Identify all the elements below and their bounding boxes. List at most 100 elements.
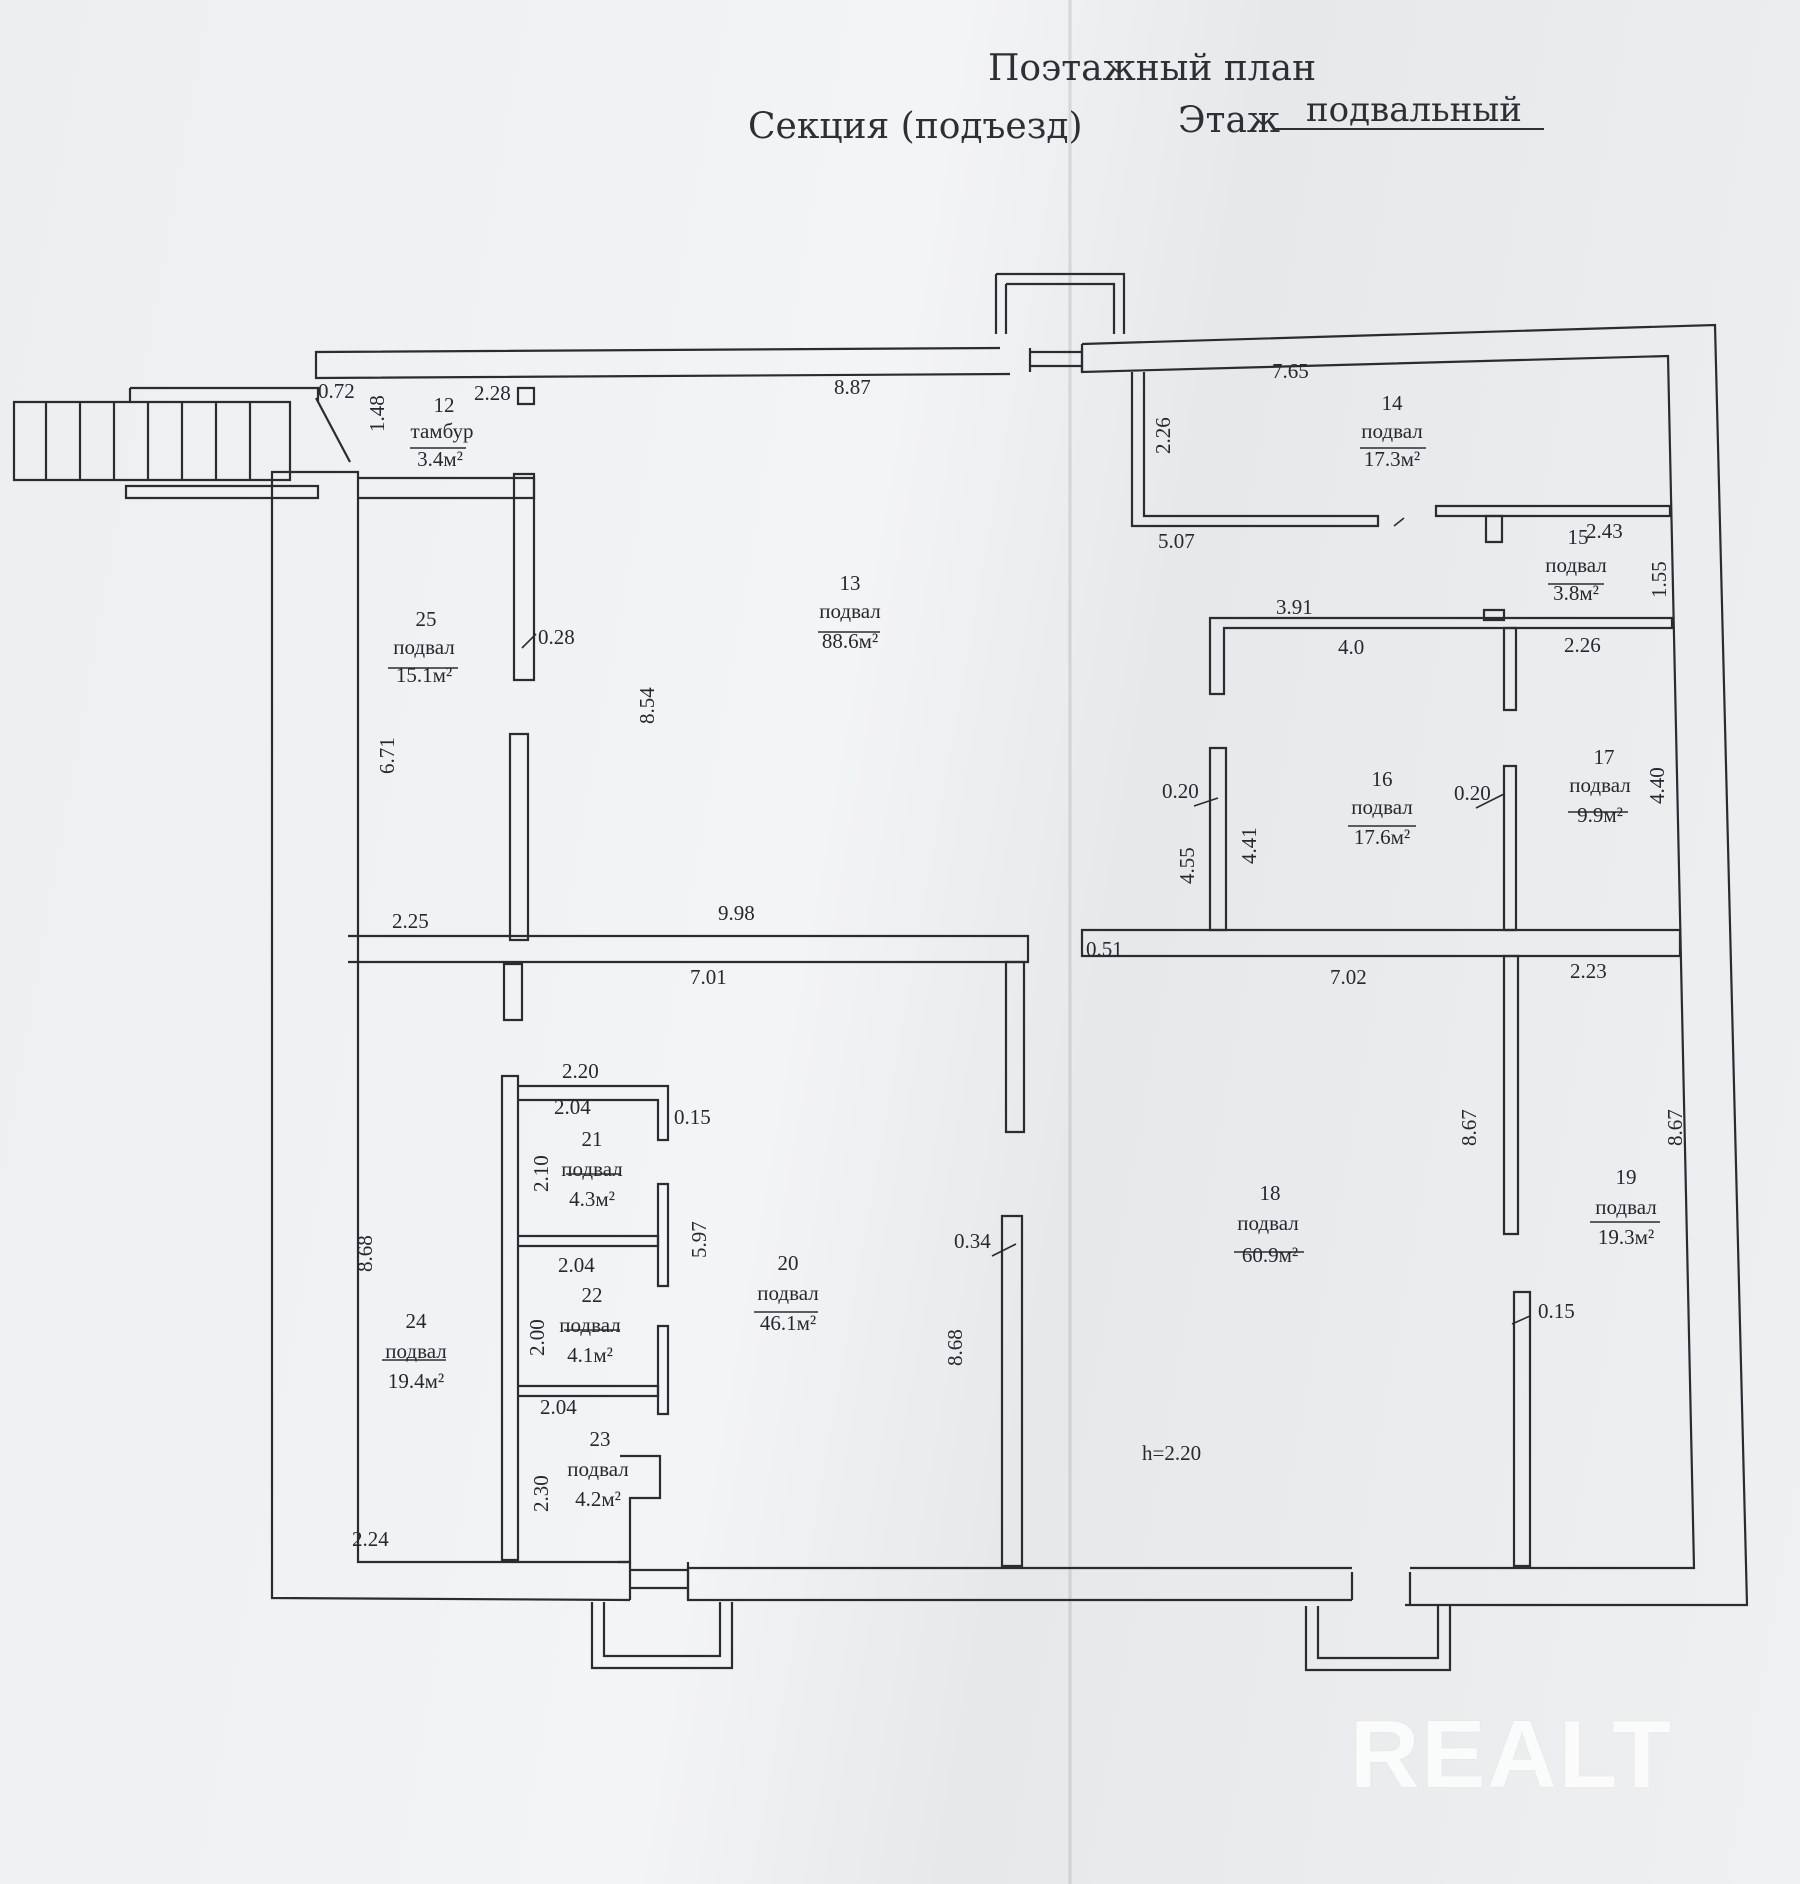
dimension-label: 7.65: [1272, 359, 1309, 383]
room-23: 23 подвал 4.2м²: [567, 1427, 628, 1511]
room-area: 17.3м²: [1364, 447, 1420, 471]
room-20: 20 подвал 46.1м²: [757, 1251, 818, 1335]
room-number: 23: [590, 1427, 611, 1451]
dimension-label: 0.20: [1162, 779, 1199, 803]
dimension-label: 1.55: [1647, 561, 1671, 598]
dimension-label: 4.41: [1237, 827, 1261, 864]
room-number: 22: [582, 1283, 603, 1307]
dimension-labels: 0.72 1.48 2.28 8.87 7.65 2.26 5.07 2.43 …: [318, 359, 1687, 1551]
dimension-label: 5.97: [687, 1221, 711, 1258]
height-note: h=2.20: [1142, 1441, 1201, 1465]
room-14: 14 подвал 17.3м²: [1361, 391, 1422, 471]
room-area: 4.2м²: [575, 1487, 621, 1511]
dimension-label: 8.54: [635, 687, 659, 724]
room-type: подвал: [1237, 1211, 1298, 1235]
room-area: 17.6м²: [1354, 825, 1410, 849]
room-number: 12: [434, 393, 455, 417]
dimension-label: 8.67: [1663, 1109, 1687, 1146]
room-number: 14: [1382, 391, 1404, 415]
room-number: 13: [840, 571, 861, 595]
room-number: 19: [1616, 1165, 1637, 1189]
dimension-label: 2.10: [529, 1155, 553, 1192]
dimension-label: 0.28: [538, 625, 575, 649]
room-18: 18 подвал 60.9м²: [1237, 1181, 1298, 1267]
room-type: подвал: [1595, 1195, 1656, 1219]
room-area: 9.9м²: [1577, 803, 1623, 827]
walls: [12, 272, 1749, 1672]
dimension-label: 2.43: [1586, 519, 1623, 543]
dimension-label: 7.02: [1330, 965, 1367, 989]
dimension-label: 4.0: [1338, 635, 1364, 659]
dimension-label: 5.07: [1158, 529, 1195, 553]
dimension-label: 0.15: [1538, 1299, 1575, 1323]
room-type: подвал: [1361, 419, 1422, 443]
room-number: 17: [1594, 745, 1615, 769]
room-type: подвал: [393, 635, 454, 659]
room-area: 88.6м²: [822, 629, 878, 653]
dimension-label: 8.87: [834, 375, 871, 399]
dimension-label: 9.98: [718, 901, 755, 925]
room-type: подвал: [1569, 773, 1630, 797]
room-area: 3.8м²: [1553, 581, 1599, 605]
dimension-label: 2.20: [562, 1059, 599, 1083]
room-22: 22 подвал 4.1м²: [559, 1283, 620, 1367]
paper-fold: [1068, 0, 1072, 1884]
room-number: 20: [778, 1251, 799, 1275]
room-17: 17 подвал 9.9м²: [1569, 745, 1630, 827]
room-number: 15: [1568, 525, 1589, 549]
room-type: подвал: [1545, 553, 1606, 577]
room-21: 21 подвал 4.3м²: [561, 1127, 622, 1211]
room-area: 46.1м²: [760, 1311, 816, 1335]
room-type: подвал: [757, 1281, 818, 1305]
dimension-ticks: [521, 517, 1531, 1325]
area-underlines: [382, 447, 1660, 1361]
room-13: 13 подвал 88.6м²: [819, 571, 880, 653]
dimension-label: 2.28: [474, 381, 511, 405]
room-area: 60.9м²: [1242, 1243, 1298, 1267]
dimension-label: 0.34: [954, 1229, 991, 1253]
room-area: 4.3м²: [569, 1187, 615, 1211]
room-type: подвал: [559, 1313, 620, 1337]
floor-value: подвальный: [1306, 90, 1522, 130]
room-number: 25: [416, 607, 437, 631]
dimension-label: 4.40: [1645, 767, 1669, 804]
dimension-label: 2.23: [1570, 959, 1607, 983]
room-number: 21: [582, 1127, 603, 1151]
dimension-label: 2.30: [529, 1475, 553, 1512]
watermark-logo: REALT: [1350, 1701, 1673, 1808]
dimension-label: 7.01: [690, 965, 727, 989]
room-number: 16: [1372, 767, 1393, 791]
dimension-label: 4.55: [1175, 847, 1199, 884]
room-number: 18: [1260, 1181, 1281, 1205]
room-12: 12 тамбур 3.4м²: [411, 393, 474, 471]
plan-title: Поэтажный план: [988, 48, 1317, 89]
dimension-label: 2.25: [392, 909, 429, 933]
dimension-label: 8.68: [353, 1235, 377, 1272]
dimension-label: 1.48: [365, 395, 389, 432]
room-area: 19.3м²: [1598, 1225, 1654, 1249]
room-15: 15 подвал 3.8м²: [1545, 525, 1606, 605]
dimension-label: 2.00: [525, 1319, 549, 1356]
dimension-label: 0.51: [1086, 937, 1123, 961]
section-label: Секция (подъезд): [748, 106, 1083, 147]
dimension-label: 0.15: [674, 1105, 711, 1129]
dimension-label: 2.04: [558, 1253, 595, 1277]
room-area: 4.1м²: [567, 1343, 613, 1367]
room-24: 24 подвал 19.4м²: [385, 1309, 446, 1393]
floor-label: Этаж: [1178, 100, 1281, 141]
dimension-label: 2.26: [1564, 633, 1601, 657]
room-type: подвал: [567, 1457, 628, 1481]
room-area: 15.1м²: [396, 663, 452, 687]
room-number: 24: [406, 1309, 428, 1333]
dimension-label: 0.20: [1454, 781, 1491, 805]
room-19: 19 подвал 19.3м²: [1595, 1165, 1656, 1249]
dimension-label: 2.04: [554, 1095, 591, 1119]
room-16: 16 подвал 17.6м²: [1351, 767, 1412, 849]
room-type: подвал: [561, 1157, 622, 1181]
room-type: тамбур: [411, 419, 474, 443]
room-type: подвал: [385, 1339, 446, 1363]
dimension-label: 6.71: [375, 737, 399, 774]
room-type: подвал: [819, 599, 880, 623]
